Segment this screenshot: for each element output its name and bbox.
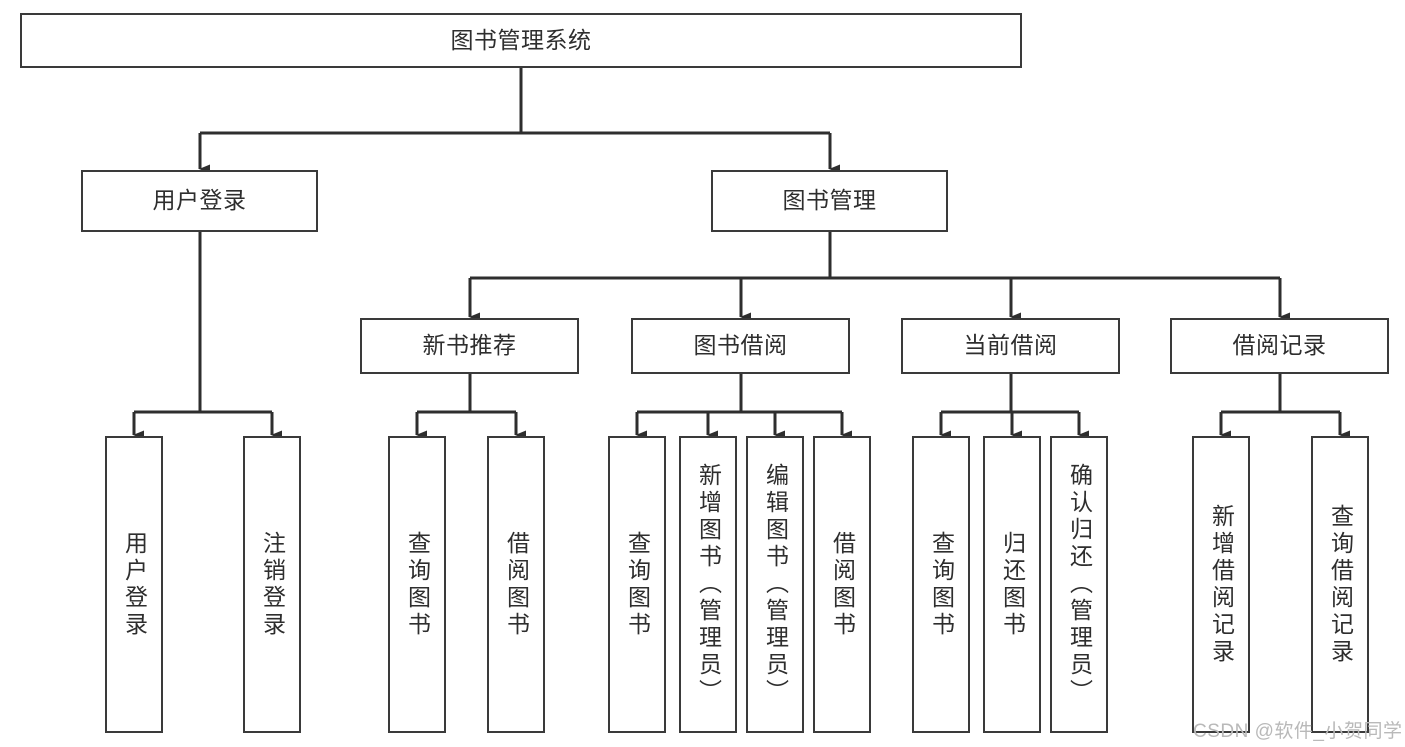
node-label: 图书管理系统 [450,26,592,53]
node-n8[interactable]: 借阅图书 [813,436,871,733]
node-n1[interactable]: 用户登录 [105,436,163,733]
node-label: 当前借阅 [963,332,1058,359]
node-label: 新增借阅记录 [1208,503,1235,666]
node-l1b[interactable]: 图书管理 [711,170,948,232]
node-n13[interactable]: 查询借阅记录 [1311,436,1369,733]
node-label: 查询图书 [624,530,651,639]
node-n9[interactable]: 查询图书 [912,436,970,733]
node-l2b[interactable]: 图书借阅 [631,318,850,374]
node-label: 查询借阅记录 [1327,503,1354,666]
node-n3[interactable]: 查询图书 [388,436,446,733]
node-label: 新书推荐 [422,332,517,359]
node-l2a[interactable]: 新书推荐 [360,318,579,374]
node-l2c[interactable]: 当前借阅 [901,318,1120,374]
node-label: 用户登录 [121,530,148,639]
edge-group [132,68,1350,440]
node-label: 借阅记录 [1232,332,1327,359]
root-node[interactable]: 图书管理系统 [20,13,1022,68]
csdn-watermark: CSDN @软件_小贺同学 [1193,721,1403,742]
node-label: 图书管理 [782,187,877,214]
node-n5[interactable]: 查询图书 [608,436,666,733]
node-label: 编辑图书（管理员） [762,463,789,706]
node-label: 借阅图书 [503,530,530,639]
node-label: 用户登录 [152,187,247,214]
node-n2[interactable]: 注销登录 [243,436,301,733]
node-l2d[interactable]: 借阅记录 [1170,318,1389,374]
node-label: 新增图书（管理员） [695,463,722,706]
node-n10[interactable]: 归还图书 [983,436,1041,733]
node-label: 注销登录 [259,530,286,639]
node-label: 查询图书 [404,530,431,639]
node-label: 图书借阅 [693,332,788,359]
node-n12[interactable]: 新增借阅记录 [1192,436,1250,733]
node-l1a[interactable]: 用户登录 [81,170,318,232]
node-n4[interactable]: 借阅图书 [487,436,545,733]
node-n7[interactable]: 编辑图书（管理员） [746,436,804,733]
node-label: 查询图书 [928,530,955,639]
node-label: 归还图书 [999,530,1026,639]
node-label: 借阅图书 [829,530,856,639]
node-label: 确认归还（管理员） [1066,463,1093,706]
node-n11[interactable]: 确认归还（管理员） [1050,436,1108,733]
node-n6[interactable]: 新增图书（管理员） [679,436,737,733]
